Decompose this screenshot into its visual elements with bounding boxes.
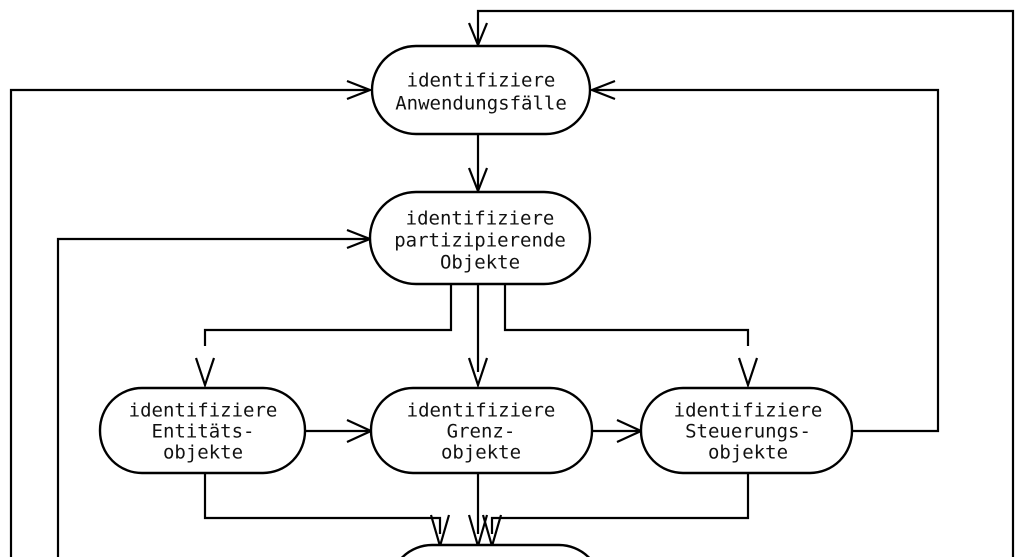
node-5-label-line-3: objekte (708, 442, 788, 464)
node-2-label-line-3: Objekte (440, 252, 520, 274)
node-5-label-line-1: identifiziere (674, 400, 823, 422)
arrow-n2-to-n3 (194, 357, 216, 389)
arrow-n2-to-n4 (467, 357, 489, 389)
node-3-label-line-1: identifiziere (129, 400, 278, 422)
node-1-label-line-1: identifiziere (407, 70, 556, 92)
node-bottom-cropped[interactable] (390, 543, 601, 557)
node-5-label-line-2: Steuerungs- (685, 421, 811, 443)
arrow-into-n1-left (346, 79, 374, 101)
node-identifiziere-grenzobjekte[interactable]: identifiziere Grenz- objekte (369, 386, 594, 475)
node-identifiziere-steuerungsobjekte[interactable]: identifiziere Steuerungs- objekte (639, 386, 854, 475)
arrow-n2-to-n5 (737, 357, 759, 389)
edge-outer-right-bus (476, 9, 1015, 557)
edge-feedback-left-to-n1 (9, 88, 368, 557)
node-3-shape (98, 386, 307, 475)
node-4-label-line-1: identifiziere (407, 400, 556, 422)
node-identifiziere-partizipierende-objekte[interactable]: identifiziere partizipierende Objekte (368, 190, 592, 286)
node-2-label-line-1: identifiziere (406, 208, 555, 230)
node-identifiziere-anwendungsfaelle[interactable]: identifiziere Anwendungsfälle (370, 44, 592, 136)
edge-n5-to-bottom (490, 473, 750, 534)
edge-n5-to-n1-right (594, 88, 940, 433)
node-1-label-line-2: Anwendungsfälle (395, 93, 567, 115)
node-3-label-line-3: objekte (163, 442, 243, 464)
node-1-shape (370, 44, 592, 136)
node-2-shape (368, 190, 592, 286)
edge-n3-to-bottom (203, 473, 442, 534)
node-4-shape (369, 386, 594, 475)
node-identifiziere-entitaetsobjekte[interactable]: identifiziere Entitäts- objekte (98, 386, 307, 475)
node-5-shape (639, 386, 854, 475)
node-3-label-line-2: Entitäts- (152, 421, 255, 443)
arrow-into-n1-right (588, 79, 616, 101)
edges-layer (9, 9, 1015, 557)
edge-n2-stub-right (503, 284, 750, 346)
node-4-label-line-2: Grenz- (447, 421, 516, 443)
node-2-label-line-2: partizipierende (394, 230, 566, 252)
edge-n2-stub-left (203, 284, 453, 346)
node-4-label-line-3: objekte (441, 442, 521, 464)
node-6-shape (400, 543, 591, 557)
edge-feedback-left-to-n2 (56, 237, 368, 557)
